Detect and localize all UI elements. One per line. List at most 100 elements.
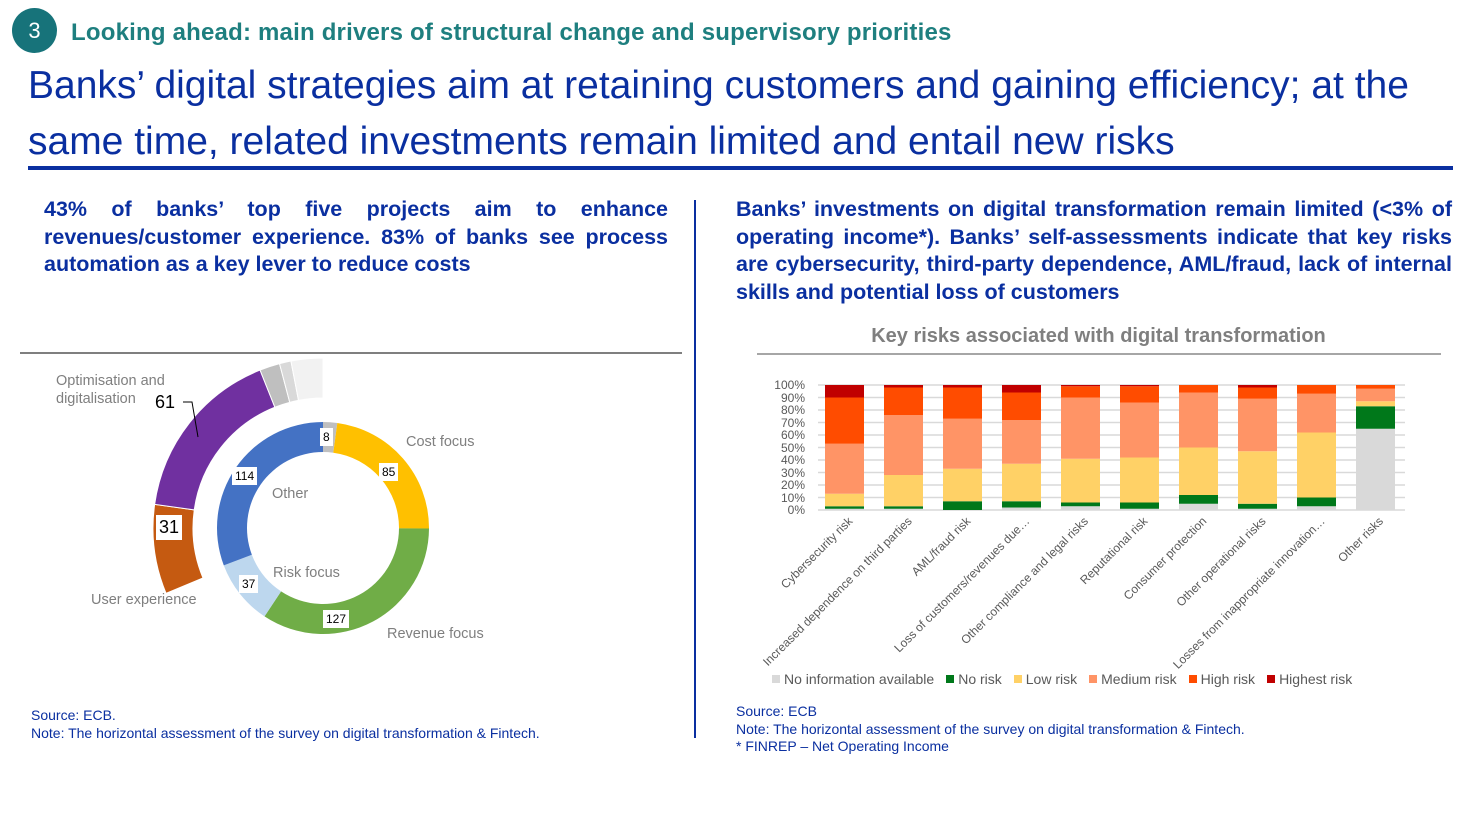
outer-slice-grey-4 bbox=[290, 357, 324, 401]
left-note: Note: The horizontal assessment of the s… bbox=[31, 725, 540, 741]
label-optimisation: Optimisation and digitalisation bbox=[56, 373, 165, 407]
legend-item: High risk bbox=[1188, 671, 1256, 687]
bar-segment-low-risk bbox=[1356, 401, 1395, 407]
bar-segment-no-risk bbox=[943, 501, 982, 510]
bar-segment-medium-risk bbox=[1238, 398, 1277, 452]
value-revenue-focus: 127 bbox=[323, 610, 350, 628]
bar-segment-high-risk bbox=[1002, 392, 1041, 420]
bar-segment-highest-risk bbox=[1238, 385, 1277, 388]
bar-segment-no-information-available bbox=[884, 508, 923, 510]
bar-segment-low-risk bbox=[884, 475, 923, 507]
legend-label: Low risk bbox=[1025, 671, 1078, 687]
legend-item: No information available bbox=[772, 671, 934, 687]
value-risk-focus: 37 bbox=[239, 575, 259, 593]
y-tick-label: 50% bbox=[780, 440, 805, 455]
bar-segment-low-risk bbox=[1238, 451, 1277, 504]
bar-segment-no-information-available bbox=[825, 508, 864, 510]
bar-segment-low-risk bbox=[943, 468, 982, 502]
bar-chart-title: Key risks associated with digital transf… bbox=[871, 325, 1326, 347]
legend-swatch bbox=[1013, 675, 1022, 683]
bar-segment-medium-risk bbox=[943, 418, 982, 469]
legend-swatch bbox=[1188, 675, 1197, 683]
bar-segment-low-risk bbox=[1120, 457, 1159, 503]
legend-swatch bbox=[946, 675, 955, 683]
inner-slice-other bbox=[216, 421, 323, 566]
page-title: Banks’ digital strategies aim at retaini… bbox=[28, 64, 1409, 163]
bar-segment-medium-risk bbox=[1297, 393, 1336, 433]
bar-segment-high-risk bbox=[825, 397, 864, 444]
bar-segment-medium-risk bbox=[825, 443, 864, 494]
bar-segment-low-risk bbox=[825, 493, 864, 507]
bar-segment-medium-risk bbox=[1179, 392, 1218, 448]
bar-segment-medium-risk bbox=[1356, 388, 1395, 402]
bar-segment-no-risk bbox=[825, 506, 864, 509]
bar-chart-rule bbox=[757, 353, 1441, 355]
y-tick-label: 80% bbox=[780, 403, 805, 417]
label-revenue-focus: Revenue focus bbox=[387, 626, 484, 642]
value-cost-focus: 85 bbox=[379, 463, 399, 481]
legend-item: Medium risk bbox=[1089, 671, 1177, 687]
y-tick-label: 90% bbox=[780, 390, 805, 405]
legend-label: High risk bbox=[1200, 671, 1256, 687]
legend-label: Highest risk bbox=[1279, 671, 1353, 687]
value-user-experience: 31 bbox=[156, 515, 183, 540]
legend-item: Highest risk bbox=[1267, 671, 1352, 687]
legend-item: No risk bbox=[946, 671, 1002, 687]
bar-segment-no-risk bbox=[1297, 497, 1336, 507]
legend-label: Medium risk bbox=[1101, 671, 1177, 687]
legend-label: No information available bbox=[784, 671, 935, 687]
y-tick-label: 0% bbox=[787, 503, 805, 517]
bar-segment-no-information-available bbox=[1356, 428, 1395, 510]
bar-segment-no-information-available bbox=[1120, 508, 1159, 510]
legend-label: No risk bbox=[958, 671, 1002, 687]
left-lead-text: 43% of banks’ top five projects aim to e… bbox=[44, 197, 668, 276]
bar-segment-no-risk bbox=[1120, 502, 1159, 509]
bar-segment-high-risk bbox=[884, 387, 923, 415]
bar-segment-no-information-available bbox=[1179, 503, 1218, 510]
column-divider bbox=[694, 200, 696, 738]
bar-segment-no-information-available bbox=[1297, 506, 1336, 510]
legend-item: Low risk bbox=[1013, 671, 1078, 687]
label-user-experience: User experience bbox=[91, 592, 197, 608]
label-other: Other bbox=[272, 486, 309, 502]
right-footnote: * FINREP – Net Operating Income bbox=[736, 738, 949, 754]
label-risk-focus: Risk focus bbox=[273, 565, 340, 581]
bar-segment-no-risk bbox=[1179, 495, 1218, 504]
legend-swatch bbox=[1089, 675, 1098, 683]
title-rule bbox=[28, 166, 1453, 170]
value-optimisation: 61 bbox=[155, 392, 176, 412]
bar-segment-low-risk bbox=[1061, 458, 1100, 503]
value-other: 114 bbox=[232, 467, 258, 485]
right-lead-text: Banks’ investments on digital transforma… bbox=[736, 197, 1452, 304]
bar-segment-medium-risk bbox=[1061, 397, 1100, 459]
bar-segment-medium-risk bbox=[884, 415, 923, 475]
y-tick-label: 60% bbox=[780, 428, 805, 442]
right-source: Source: ECB bbox=[736, 703, 817, 719]
left-chart-rule bbox=[20, 352, 682, 354]
legend-swatch bbox=[772, 675, 780, 683]
bar-segment-highest-risk bbox=[1061, 385, 1100, 387]
section-number-badge: 3 bbox=[12, 8, 57, 53]
bar-segment-no-risk bbox=[1356, 406, 1395, 429]
bar-segment-highest-risk bbox=[1120, 385, 1159, 387]
bar-segment-high-risk bbox=[1120, 386, 1159, 403]
bar-segment-high-risk bbox=[1179, 385, 1218, 393]
y-tick-label: 20% bbox=[780, 478, 805, 492]
right-note: Note: The horizontal assessment of the s… bbox=[736, 721, 1245, 737]
y-tick-label: 30% bbox=[780, 465, 805, 480]
bar-segment-high-risk bbox=[1061, 386, 1100, 398]
bar-segment-highest-risk bbox=[1002, 385, 1041, 393]
y-tick-label: 40% bbox=[780, 453, 805, 467]
inner-slice-revenue-focus bbox=[264, 528, 429, 634]
section-subtitle: Looking ahead: main drivers of structura… bbox=[71, 19, 952, 46]
bar-segment-high-risk bbox=[1356, 385, 1395, 389]
bar-segment-highest-risk bbox=[884, 385, 923, 388]
legend-swatch bbox=[1267, 675, 1276, 683]
bar-segment-low-risk bbox=[1179, 447, 1218, 495]
bar-segment-high-risk bbox=[943, 387, 982, 419]
bar-segment-no-information-available bbox=[1061, 506, 1100, 510]
bar-segment-no-information-available bbox=[1238, 508, 1277, 510]
label-cost-focus: Cost focus bbox=[406, 434, 475, 450]
left-source: Source: ECB. bbox=[31, 707, 116, 723]
